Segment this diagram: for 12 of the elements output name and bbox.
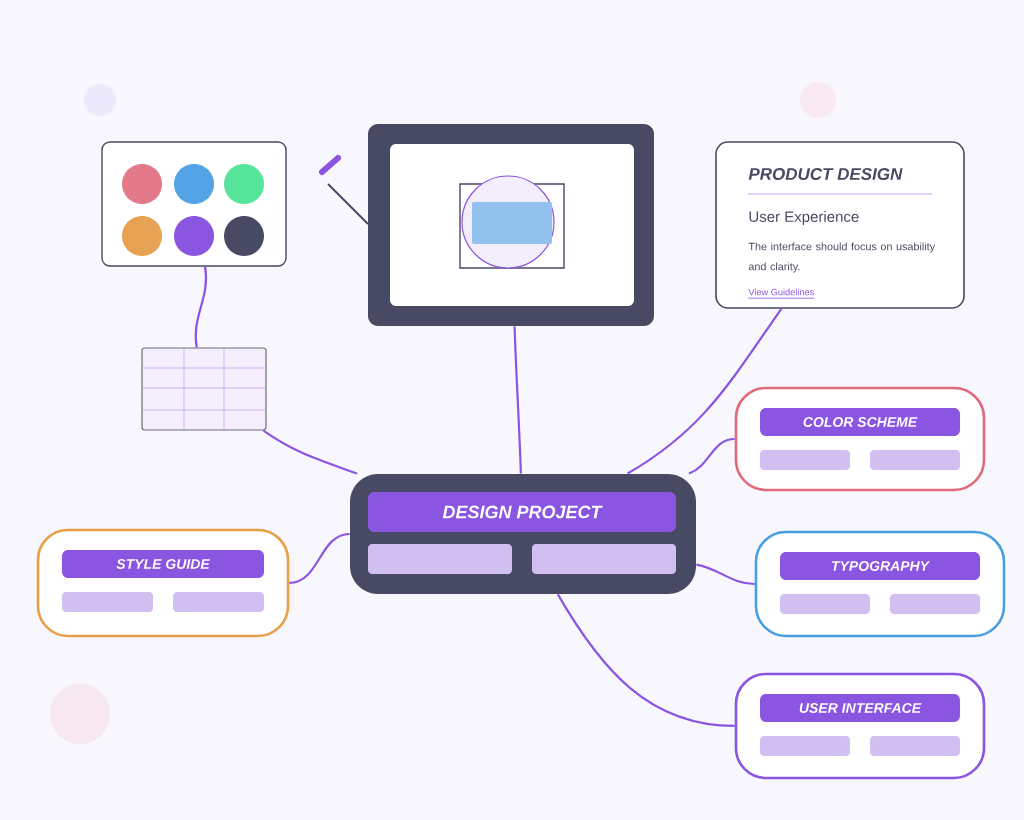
connector-line xyxy=(289,532,350,585)
connector-line xyxy=(556,593,735,728)
connector-line xyxy=(513,326,522,474)
connector-line xyxy=(696,563,755,586)
table-drawing xyxy=(141,347,267,431)
palette-drawing xyxy=(101,141,287,267)
connector-line xyxy=(688,437,735,475)
monitor-drawing xyxy=(319,124,654,326)
connector-line xyxy=(627,308,783,475)
connector-line xyxy=(194,266,208,348)
connector-line xyxy=(262,429,358,475)
topic-box: DESIGN PROJECT xyxy=(350,474,696,594)
